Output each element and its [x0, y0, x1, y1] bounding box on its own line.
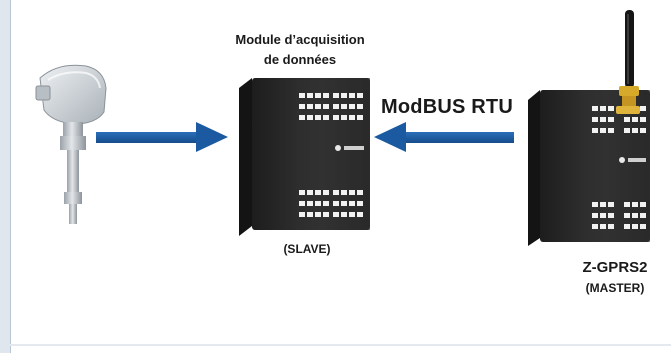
temperature-sensor-icon — [35, 64, 107, 224]
gateway-role: (MASTER) — [585, 281, 645, 295]
bottom-divider — [10, 344, 671, 346]
arrow-left-icon — [374, 122, 514, 152]
module-title-line2: de données — [263, 52, 337, 67]
left-border — [0, 0, 11, 353]
slave-label: (SLAVE) — [283, 242, 331, 256]
protocol-label: ModBUS RTU — [381, 96, 513, 118]
module-device-icon — [239, 78, 370, 236]
module-title: Module d’acquisition de données — [215, 30, 385, 70]
arrow-right-icon — [96, 122, 228, 152]
antenna-icon — [616, 10, 640, 114]
module-title-line1: Module d’acquisition — [235, 32, 365, 47]
gateway-name: Z-GPRS2 — [582, 259, 648, 276]
gprs-device-icon — [528, 90, 650, 246]
